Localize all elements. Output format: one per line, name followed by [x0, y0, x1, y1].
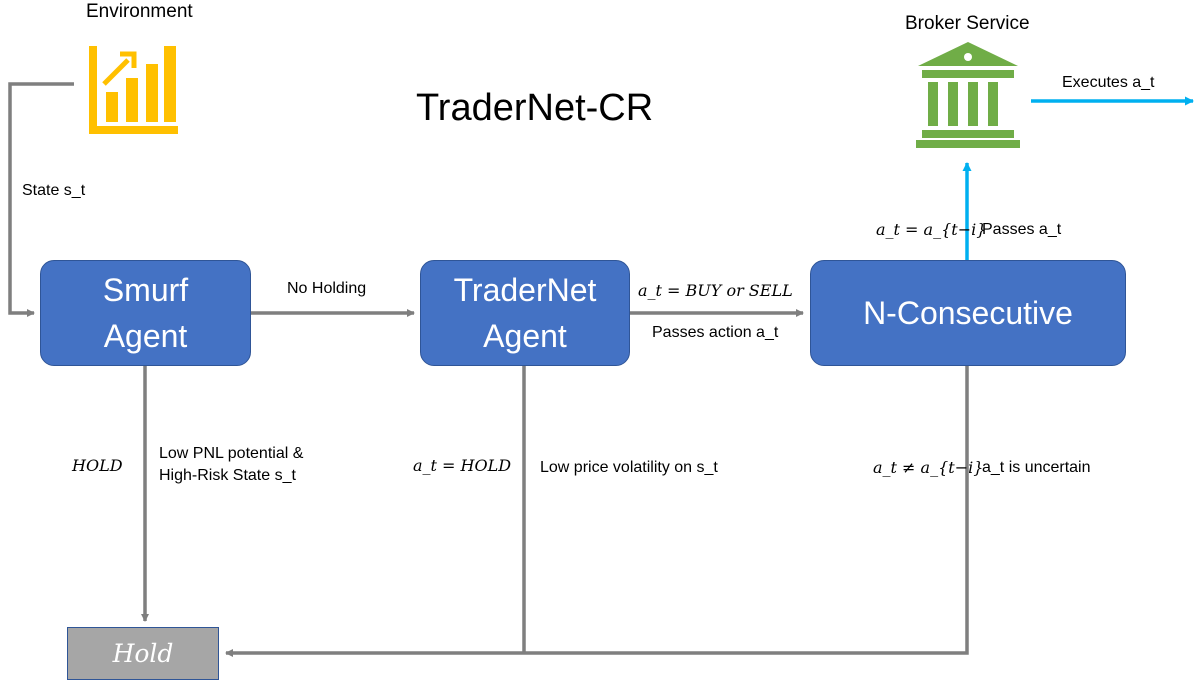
uncertain-label: a_t is uncertain — [982, 459, 1091, 476]
n-consecutive-label: N-Consecutive — [863, 295, 1073, 331]
action-equals-previous-label: a_t = a_{t−i} — [876, 220, 987, 239]
tradernet-agent-node: TraderNet Agent — [420, 260, 630, 366]
low-volatility-label: Low price volatility on s_t — [540, 459, 718, 476]
broker-caption: Broker Service — [905, 13, 1030, 34]
diagram-title: TraderNet-CR — [416, 87, 654, 129]
smurf-agent-node: Smurf Agent — [40, 260, 251, 366]
hold-label: Hold — [112, 639, 174, 668]
no-holding-label: No Holding — [287, 280, 367, 297]
hold-condition-label: HOLD — [72, 456, 123, 475]
buy-or-sell-label: a_t = BUY or SELL — [638, 281, 793, 300]
low-pnl-label: Low PNL potential & High-Risk State s_t — [159, 445, 304, 484]
passes-at-label: Passes a_t — [982, 221, 1062, 238]
tradernet-agent-label: TraderNet Agent — [453, 272, 597, 354]
nconsecutive-hold-connector — [225, 366, 969, 657]
action-not-previous-label: a_t ≠ a_{t−i} — [873, 458, 984, 477]
bank-building-icon — [916, 42, 1020, 148]
smurf-agent-label: Smurf Agent — [102, 272, 189, 354]
bar-chart-growth-icon — [89, 46, 178, 134]
state-connector — [8, 82, 74, 317]
environment-caption: Environment — [86, 1, 193, 22]
hold-node: Hold — [67, 627, 219, 680]
executes-at-label: Executes a_t — [1062, 74, 1155, 91]
action-hold-label: a_t = HOLD — [413, 456, 512, 475]
passes-action-label: Passes action a_t — [652, 324, 779, 341]
n-consecutive-node: N-Consecutive — [810, 260, 1126, 366]
state-label: State s_t — [22, 182, 86, 199]
